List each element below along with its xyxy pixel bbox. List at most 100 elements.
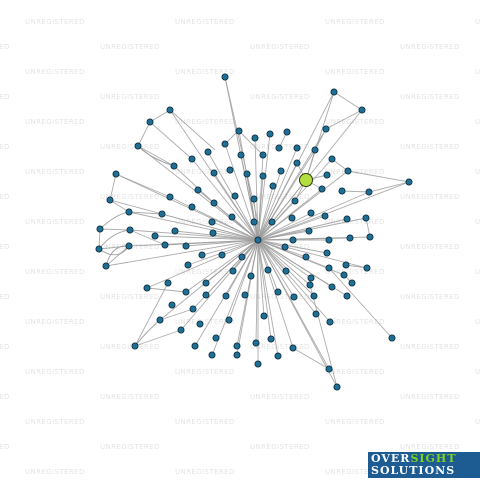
watermark-text: UNREGISTERED: [400, 43, 460, 51]
graph-edge: [154, 235, 259, 241]
graph-edge: [173, 165, 215, 204]
graph-edge: [137, 145, 175, 167]
watermark-text: UNREGISTERED: [475, 168, 480, 176]
graph-node: [221, 140, 229, 148]
graph-edge: [254, 137, 259, 241]
watermark-text: UNREGISTERED: [175, 118, 235, 126]
graph-edge: [257, 175, 264, 241]
watermark-text: UNREGISTERED: [0, 93, 10, 101]
watermark-text: UNREGISTERED: [475, 318, 480, 326]
graph-node: [328, 155, 336, 163]
graph-node: [222, 292, 230, 300]
graph-edge: [257, 185, 274, 241]
graph-node: [208, 351, 216, 359]
graph-node: [210, 199, 218, 207]
graph-node: [125, 242, 133, 250]
graph-node: [182, 242, 190, 250]
watermark-text: UNREGISTERED: [400, 343, 460, 351]
graph-edge: [257, 218, 348, 241]
watermark-text: UNREGISTERED: [100, 93, 160, 101]
watermark-text: UNREGISTERED: [25, 418, 85, 426]
watermark-text: UNREGISTERED: [175, 168, 235, 176]
graph-node: [325, 264, 333, 272]
graph-node: [168, 301, 176, 309]
graph-node: [259, 172, 267, 180]
graph-node: [268, 218, 276, 226]
graph-node: [289, 236, 297, 244]
graph-node: [225, 316, 233, 324]
graph-edge: [257, 181, 410, 241]
graph-node: [274, 352, 282, 360]
watermark-text: UNREGISTERED: [175, 468, 235, 476]
watermark-text: UNREGISTERED: [100, 43, 160, 51]
graph-edge: [325, 109, 363, 130]
graph-edge: [99, 228, 131, 231]
graph-edge: [137, 121, 151, 147]
graph-node: [188, 155, 196, 163]
watermark-text: UNREGISTERED: [0, 443, 10, 451]
graph-node: [143, 284, 151, 292]
graph-edge: [211, 221, 259, 241]
graph-node: [252, 339, 260, 347]
graph-node: [202, 279, 210, 287]
graph-node: [348, 279, 356, 287]
watermark-text: UNREGISTERED: [25, 318, 85, 326]
graph-edge: [128, 211, 163, 215]
graph-node: [198, 251, 206, 259]
watermark-text: UNREGISTERED: [250, 93, 310, 101]
graph-edge: [236, 239, 259, 356]
graph-edge: [333, 91, 363, 111]
watermark-text: UNREGISTERED: [100, 193, 160, 201]
graph-node: [96, 225, 104, 233]
graph-edge: [164, 239, 259, 246]
graph-node: [204, 148, 212, 156]
graph-node: [259, 151, 267, 159]
graph-edge: [257, 239, 317, 315]
graph-edge: [161, 213, 259, 241]
watermark-text: UNREGISTERED: [400, 193, 460, 201]
watermark-text: UNREGISTERED: [325, 468, 385, 476]
watermark-text: UNREGISTERED: [325, 418, 385, 426]
watermark-text: UNREGISTERED: [400, 393, 460, 401]
graph-edge: [257, 239, 338, 388]
graph-node: [182, 288, 190, 296]
graph-node: [325, 365, 333, 373]
watermark-text: UNREGISTERED: [325, 318, 385, 326]
graph-node: [343, 292, 351, 300]
graph-edge: [185, 239, 259, 293]
graph-node: [302, 253, 310, 261]
watermark-text: UNREGISTERED: [175, 418, 235, 426]
watermark-text: UNREGISTERED: [175, 18, 235, 26]
highlighted-node: [299, 173, 313, 187]
graph-node: [269, 182, 277, 190]
watermark-text: UNREGISTERED: [475, 218, 480, 226]
watermark-text: UNREGISTERED: [25, 268, 85, 276]
graph-node: [363, 264, 371, 272]
graph-node: [323, 171, 331, 179]
watermark-text: UNREGISTERED: [475, 418, 480, 426]
graph-node: [134, 142, 142, 150]
graph-edge: [146, 287, 187, 293]
graph-edge: [257, 200, 296, 241]
graph-node: [277, 167, 285, 175]
watermark-text: UNREGISTERED: [250, 443, 310, 451]
graph-edge: [238, 130, 264, 156]
watermark-text: UNREGISTERED: [175, 68, 235, 76]
watermark-text: UNREGISTERED: [0, 43, 10, 51]
logo-word-over: OVER: [371, 452, 411, 465]
graph-edge: [257, 239, 295, 298]
watermark-text: UNREGISTERED: [250, 243, 310, 251]
graph-edge: [180, 239, 259, 331]
graph-node: [274, 288, 282, 296]
graph-edge: [257, 239, 331, 323]
watermark-text: UNREGISTERED: [175, 368, 235, 376]
graph-edge: [146, 239, 259, 289]
watermark-text: UNREGISTERED: [325, 368, 385, 376]
graph-edge: [257, 191, 370, 241]
watermark-text: UNREGISTERED: [400, 143, 460, 151]
graph-edge: [257, 239, 311, 286]
watermark-text: UNREGISTERED: [475, 118, 480, 126]
graph-edge: [341, 190, 370, 193]
graph-node: [275, 144, 283, 152]
graph-edge: [174, 230, 259, 241]
